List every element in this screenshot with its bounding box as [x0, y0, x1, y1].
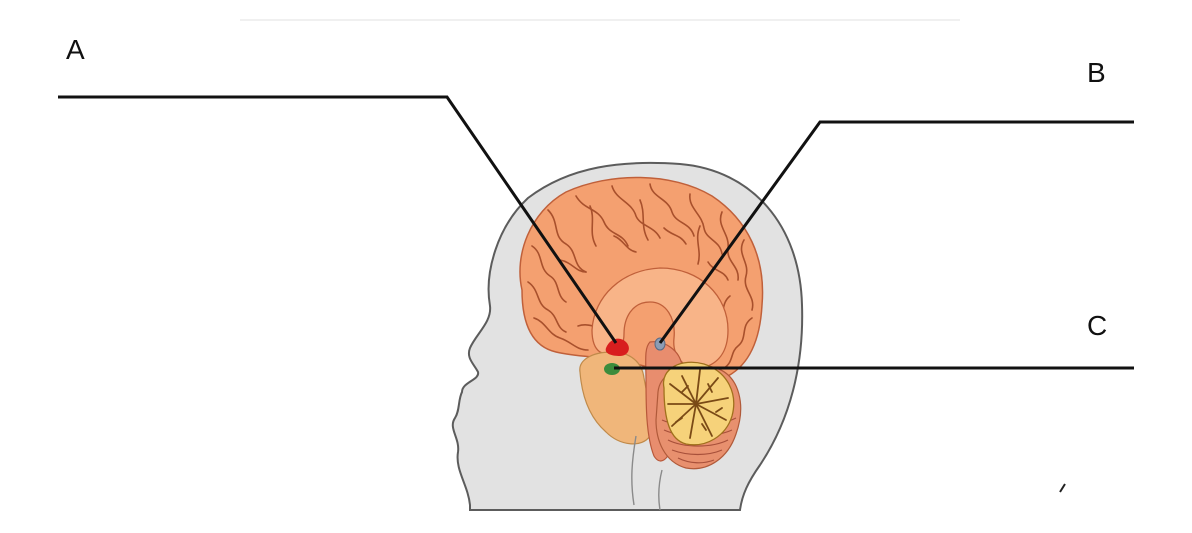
leader-line-a	[58, 95, 618, 344]
leader-line-b	[658, 120, 1134, 344]
marker-c-region	[604, 363, 620, 375]
spinal-line-left	[631, 435, 637, 506]
marker-a-region	[605, 338, 629, 356]
label-b: B	[1087, 57, 1106, 88]
label-c: C	[1087, 310, 1107, 341]
arbor-vitae	[667, 369, 729, 439]
spinal-line-right	[657, 469, 663, 511]
label-a: A	[66, 34, 85, 65]
stray-mark	[1059, 483, 1066, 493]
cerebral-gyri	[527, 183, 754, 369]
